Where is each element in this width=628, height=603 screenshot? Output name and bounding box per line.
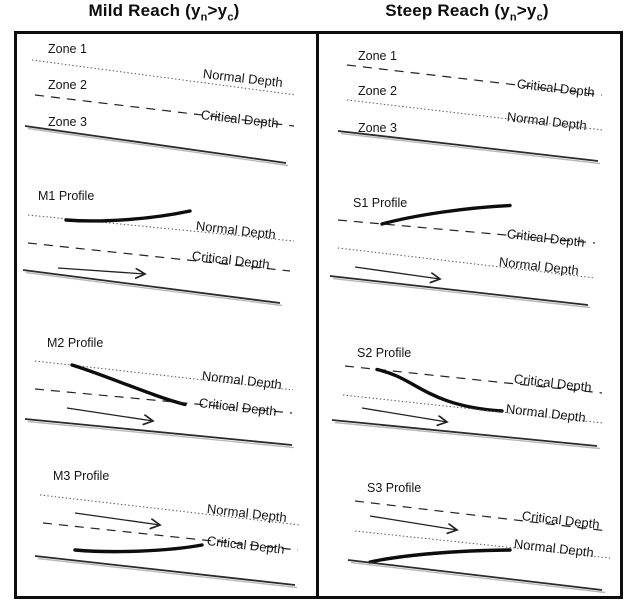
- steep-reach-panel: Zone 1 Critical Depth Zone 2 Normal Dept…: [319, 34, 620, 596]
- normal-depth-line: [34, 360, 294, 391]
- critical-depth-line: [346, 64, 603, 96]
- subscript-n: n: [200, 11, 208, 24]
- critical-depth-line: [27, 242, 291, 272]
- channel-bed-line: [337, 130, 599, 162]
- m1-profile-label: M1 Profile: [38, 189, 95, 203]
- mild-reach-title: Mild Reach (yn>yc): [14, 1, 314, 27]
- s1-profile-curve: [380, 203, 512, 226]
- s3-profile-curve: [368, 548, 512, 564]
- flow-direction-arrow: [369, 515, 457, 530]
- zone-3-label: Zone 3: [358, 121, 397, 135]
- mild-reach-panel: Zone 1 Normal Depth Zone 2 Critical Dept…: [17, 34, 316, 596]
- title-text: ): [233, 1, 240, 20]
- m2-profile-curve: [70, 363, 187, 407]
- critical-depth-line: [42, 522, 299, 551]
- steep-panel-drawing: [329, 64, 611, 594]
- flow-direction-arrow: [66, 407, 153, 421]
- flow-direction-arrow: [361, 407, 447, 422]
- mild-panel-drawing: [22, 59, 301, 589]
- bed-shadow-line: [332, 277, 591, 309]
- s2-profile-curve: [375, 367, 504, 413]
- subscript-n: n: [509, 11, 517, 24]
- bed-shadow-line: [350, 561, 606, 594]
- normal-depth-line: [39, 494, 301, 526]
- channel-bed-line: [347, 559, 603, 591]
- steep-reach-title: Steep Reach (yn>yc): [317, 1, 617, 27]
- channel-bed-line: [329, 275, 589, 306]
- zone-1-label: Zone 1: [48, 42, 87, 56]
- bed-shadow-line: [334, 421, 601, 450]
- title-text: ): [542, 1, 549, 20]
- critical-depth-line: [354, 500, 609, 532]
- channel-bed-line: [22, 269, 281, 304]
- flow-direction-arrow: [57, 267, 145, 274]
- s1-profile-label: S1 Profile: [353, 196, 408, 210]
- channel-bed-line: [331, 419, 598, 447]
- panel-divider: [316, 34, 319, 596]
- channel-bed-line: [34, 555, 296, 586]
- normal-depth-line: [342, 394, 604, 424]
- flow-direction-arrow: [74, 512, 160, 525]
- title-text: Steep Reach (y: [385, 1, 510, 20]
- normal-depth-line: [337, 247, 596, 279]
- m1-profile-curve: [64, 209, 192, 223]
- s3-profile-label: S3 Profile: [367, 481, 422, 495]
- subscript-c: c: [227, 11, 234, 24]
- title-text: >y: [207, 1, 228, 20]
- zone-3-label: Zone 3: [48, 115, 87, 129]
- diagram-frame: Zone 1 Normal Depth Zone 2 Critical Dept…: [14, 31, 623, 599]
- subscript-c: c: [536, 11, 543, 24]
- flow-direction-arrow: [354, 266, 440, 279]
- bed-shadow-line: [27, 420, 295, 449]
- bed-shadow-line: [25, 271, 283, 307]
- s2-profile-label: S2 Profile: [357, 346, 412, 360]
- bed-shadow-line: [27, 127, 289, 167]
- critical-depth-line: [34, 94, 295, 127]
- title-text: Mild Reach (y: [88, 1, 201, 20]
- zone-2-label: Zone 2: [358, 84, 397, 98]
- zone-2-label: Zone 2: [48, 78, 87, 92]
- normal-depth-line: [346, 99, 604, 131]
- title-text: >y: [516, 1, 537, 20]
- m3-profile-curve: [73, 543, 204, 554]
- m3-profile-label: M3 Profile: [53, 469, 110, 483]
- channel-bed-line: [24, 125, 287, 164]
- critical-depth-line: [337, 219, 596, 244]
- critical-depth-line: [34, 388, 293, 414]
- zone-1-label: Zone 1: [358, 49, 397, 63]
- bed-shadow-line: [340, 132, 601, 165]
- channel-bed-line: [24, 418, 293, 446]
- critical-depth-line: [344, 365, 603, 394]
- bed-shadow-line: [37, 557, 298, 589]
- m2-profile-label: M2 Profile: [47, 336, 104, 350]
